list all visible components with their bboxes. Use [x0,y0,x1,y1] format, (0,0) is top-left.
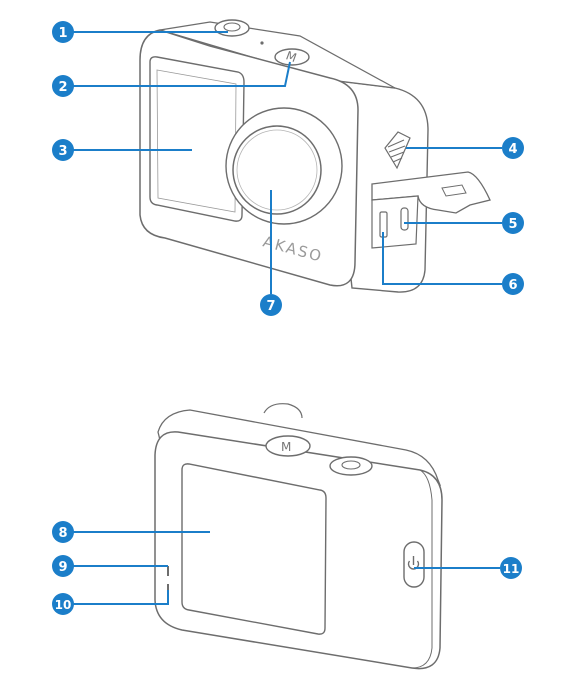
callout-10-label: 10 [55,598,72,612]
callout-5-label: 5 [508,217,517,232]
callout-6: 6 [502,273,524,295]
shutter-button [214,19,250,37]
side-grille [384,131,411,170]
callout-7: 7 [260,294,282,316]
callout-8: 8 [52,521,74,543]
back-shutter-button [329,456,373,476]
callout-2-label: 2 [58,80,67,95]
microphone-hole [260,41,264,45]
callout-10: 10 [52,593,74,615]
back-mode-button-letter: M [281,440,291,454]
mode-button-letter: M [284,48,299,65]
callout-6-label: 6 [508,278,517,293]
mode-button [274,48,310,66]
callout-2: 2 [52,75,74,97]
callout-1-label: 1 [58,26,67,41]
front-view: AKASO M [139,19,491,293]
back-view: M [154,403,443,670]
callout-11: 11 [500,557,522,579]
callout-11-label: 11 [503,562,520,576]
callout-5: 5 [502,212,524,234]
callout-markers: 1 2 3 4 5 6 7 8 [52,21,524,615]
callout-9: 9 [52,555,74,577]
rear-screen [181,463,327,635]
back-mode-button [265,435,311,457]
callout-3: 3 [52,139,74,161]
callout-4-label: 4 [508,142,517,157]
callout-7-label: 7 [266,299,275,314]
callout-4: 4 [502,137,524,159]
callout-9-label: 9 [58,560,67,575]
power-icon [407,556,420,570]
leader-lines [73,31,502,605]
usb-c-port [400,207,409,231]
side-door [371,171,491,214]
lens-cover [232,125,322,215]
callout-8-label: 8 [58,526,67,541]
callout-1: 1 [52,21,74,43]
callout-3-label: 3 [58,144,67,159]
front-screen [149,56,245,222]
